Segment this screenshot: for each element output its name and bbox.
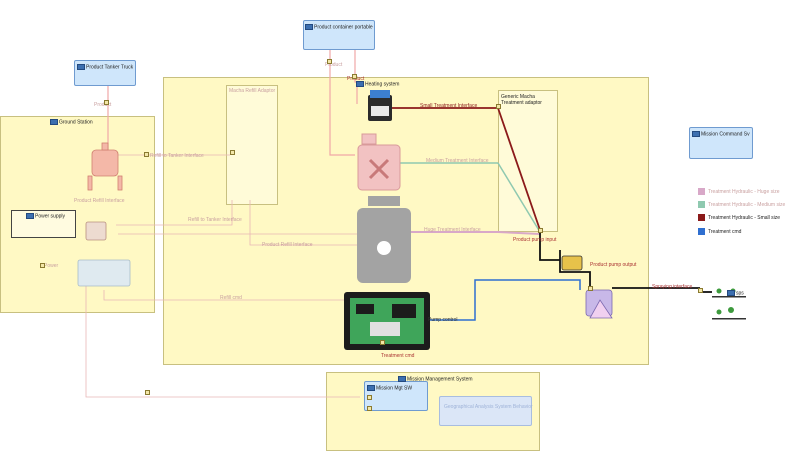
port[interactable] [144, 152, 149, 157]
flow-treatment-cmd: Treatment cmd [381, 353, 415, 359]
power-supply-box[interactable] [11, 210, 76, 238]
container-portable-label: Product container portable [305, 24, 373, 30]
legend-cmd: Treatment cmd [708, 229, 742, 235]
port[interactable] [588, 286, 593, 291]
port[interactable] [496, 104, 501, 109]
sps-label: sps [727, 290, 744, 296]
port[interactable] [367, 406, 372, 411]
circuit-small-icon [77, 259, 131, 287]
port[interactable] [538, 228, 543, 233]
generic-macha-label: Generic Macha Treatment adaptor [501, 94, 542, 106]
mission-mgt-sw-label: Mission Mgt SW [367, 385, 412, 391]
macha-refill-adaptor-box[interactable] [226, 85, 278, 205]
generic-macha-adaptor-box[interactable] [498, 90, 558, 232]
flow-refill-tanker: Refill to Tanker Interface [150, 153, 204, 159]
flow-pump-control: Pump control [428, 317, 458, 323]
flow-small-treat: Small Treatment Interface [420, 103, 478, 109]
power-supply-label: Power supply [26, 213, 65, 219]
mission-command-label: Mission Command Sv [692, 131, 750, 137]
flow-pump-output: Product pump output [590, 262, 637, 268]
flow-product-right: Product [347, 76, 365, 82]
port[interactable] [698, 288, 703, 293]
port[interactable] [230, 150, 235, 155]
oil-bottle-icon [357, 196, 411, 283]
port[interactable] [104, 100, 109, 105]
flow-spraying: Spraying interface [652, 284, 693, 290]
flow-product-top: Product [325, 62, 343, 68]
heater-icon [368, 90, 392, 121]
flow-product-refill: Product Refill Interface [74, 198, 125, 204]
tanker-truck-label: Product Tanker Truck [77, 64, 133, 70]
port[interactable] [40, 263, 45, 268]
legend-medium: Treatment Hydraulic - Medium size [708, 202, 786, 208]
flow-refill-tanker-2: Refill to Tanker Interface [188, 217, 242, 223]
legend-huge: Treatment Hydraulic - Huge size [708, 189, 780, 195]
port[interactable] [352, 74, 357, 79]
port[interactable] [145, 390, 150, 395]
port[interactable] [380, 340, 385, 345]
legend-small: Treatment Hydraulic - Small size [708, 215, 781, 221]
flow-huge-treat: Huge Treatment Interface [424, 227, 481, 233]
flow-refill-cmd: Refill cmd [220, 295, 242, 301]
jerrycan-icon [357, 133, 401, 191]
tank-icon [87, 142, 123, 191]
geo-analysis-block[interactable] [439, 396, 532, 426]
flow-product-refill-2: Product Refill Interface [262, 242, 313, 248]
geo-analysis-label: Geographical Analysis System Behavior [444, 404, 533, 410]
circuit-board-icon [344, 292, 430, 350]
macha-refill-label: Macha Refill Adaptor [229, 88, 276, 94]
heating-system-label: Heating system [356, 81, 399, 87]
pump-icon [561, 255, 583, 271]
mission-mgmt-label: Mission Management System [398, 376, 473, 382]
legend-swatches [698, 188, 705, 235]
flow-pump-input: Product pump input [513, 237, 557, 243]
ground-station-label: Ground Station [50, 119, 93, 125]
port[interactable] [367, 395, 372, 400]
port[interactable] [327, 59, 332, 64]
flow-product-left: Product [94, 102, 112, 108]
flow-medium-treat: Medium Treatment Interface [426, 158, 489, 164]
flow-power: Power [44, 263, 59, 269]
pump-small-icon [85, 221, 107, 241]
sprayer-icon [585, 289, 613, 319]
container-portable-block[interactable] [303, 20, 375, 50]
